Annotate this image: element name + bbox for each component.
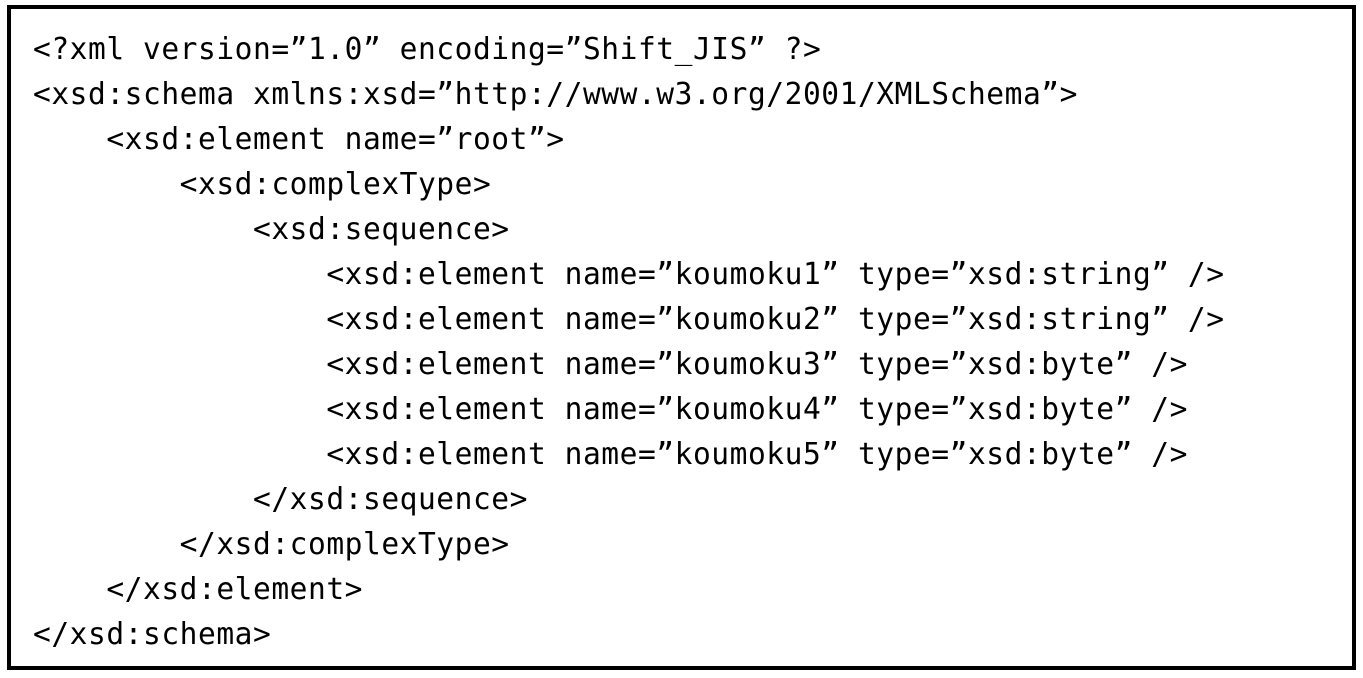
code-line: <xsd:complexType> (33, 167, 492, 202)
code-listing: <?xml version=”1.0” encoding=”Shift_JIS”… (33, 27, 1348, 662)
code-line: </xsd:element> (33, 572, 363, 607)
code-figure-frame: <?xml version=”1.0” encoding=”Shift_JIS”… (7, 5, 1356, 670)
code-line: <?xml version=”1.0” encoding=”Shift_JIS”… (33, 32, 822, 67)
code-line: <xsd:element name=”root”> (33, 122, 565, 157)
code-line: <xsd:schema xmlns:xsd=”http://www.w3.org… (33, 77, 1078, 112)
code-line: <xsd:element name=”koumoku2” type=”xsd:s… (33, 302, 1225, 337)
code-line: </xsd:sequence> (33, 482, 528, 517)
code-line: </xsd:complexType> (33, 527, 510, 562)
code-line: <xsd:sequence> (33, 212, 510, 247)
code-line: <xsd:element name=”koumoku1” type=”xsd:s… (33, 257, 1225, 292)
code-line: <xsd:element name=”koumoku4” type=”xsd:b… (33, 392, 1188, 427)
code-line: <xsd:element name=”koumoku5” type=”xsd:b… (33, 437, 1188, 472)
xml-schema-code-block: <?xml version=”1.0” encoding=”Shift_JIS”… (33, 27, 1348, 657)
code-line: <xsd:element name=”koumoku3” type=”xsd:b… (33, 347, 1188, 382)
code-line: </xsd:schema> (33, 617, 272, 652)
